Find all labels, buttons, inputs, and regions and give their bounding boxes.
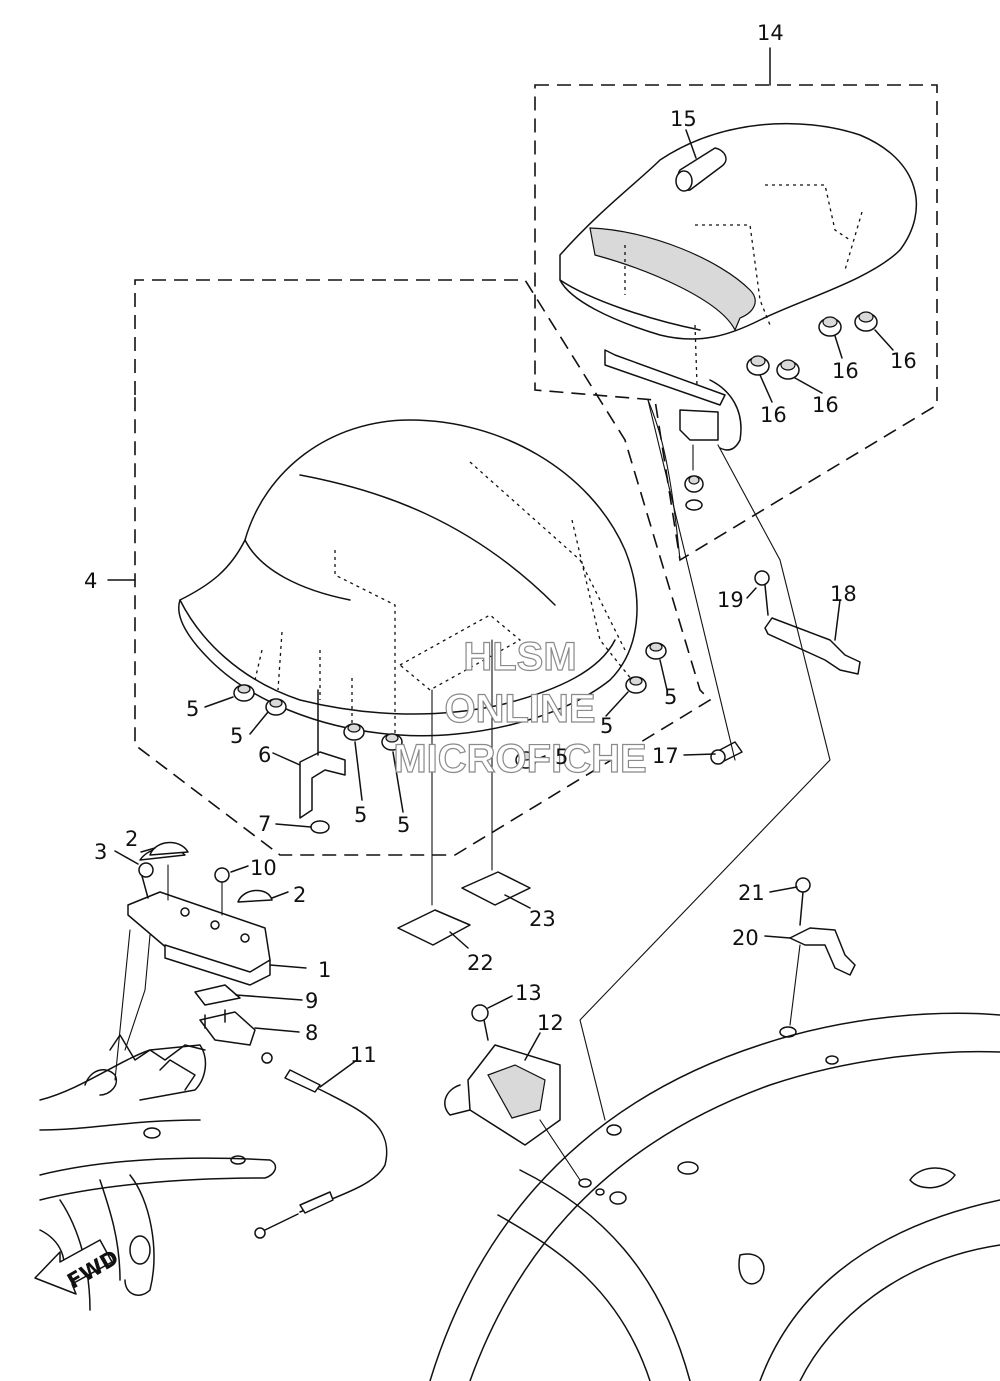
callout-5: 5 — [186, 697, 199, 721]
callout-14: 14 — [757, 21, 784, 45]
callout-5: 5 — [230, 724, 243, 748]
callout-16: 16 — [890, 349, 917, 373]
callout-2: 2 — [293, 883, 306, 907]
callout-15: 15 — [670, 107, 697, 131]
callouts: 1 2 2 3 4 5 5 5 5 5 5 5 6 7 8 9 10 11 12… — [84, 21, 917, 1067]
washer — [685, 499, 703, 511]
callout-1: 1 — [318, 958, 331, 982]
callout-23: 23 — [529, 907, 556, 931]
callout-17: 17 — [652, 744, 679, 768]
watermark-line1: HLSM — [463, 635, 576, 679]
callout-9: 9 — [305, 989, 318, 1013]
callout-5: 5 — [397, 813, 410, 837]
callout-13: 13 — [515, 981, 542, 1005]
callout-4: 4 — [84, 569, 97, 593]
callout-5: 5 — [354, 803, 367, 827]
damper-rubber — [343, 723, 365, 741]
damper-rubber — [746, 355, 770, 376]
seat-lock-plate — [127, 841, 273, 1064]
bracket-20 — [789, 877, 856, 976]
damper-rubber — [854, 311, 878, 332]
callout-3: 3 — [94, 840, 107, 864]
watermark: HLSM ONLINE MICROFICHE — [393, 634, 648, 781]
main-seat — [178, 419, 641, 740]
damper-group — [233, 311, 878, 769]
callout-2: 2 — [125, 827, 138, 851]
callout-11: 11 — [350, 1043, 377, 1067]
rear-fender — [429, 1012, 1000, 1381]
damper-rubber — [381, 733, 403, 751]
callout-6: 6 — [258, 743, 271, 767]
label-22 — [397, 909, 471, 946]
damper-rubber — [515, 751, 537, 769]
damper-rubber — [233, 684, 255, 702]
callout-5: 5 — [664, 685, 677, 709]
leader-lines — [107, 47, 894, 1088]
callout-5: 5 — [600, 714, 613, 738]
callout-21: 21 — [738, 881, 765, 905]
damper-rubber — [645, 642, 667, 660]
callout-18: 18 — [830, 582, 857, 606]
watermark-line3: MICROFICHE — [393, 737, 646, 781]
callout-20: 20 — [732, 926, 759, 950]
callout-19: 19 — [717, 588, 744, 612]
callout-8: 8 — [305, 1021, 318, 1045]
callout-16: 16 — [812, 393, 839, 417]
bracket-6 — [299, 689, 346, 834]
bolt-17 — [710, 741, 743, 765]
seat-latch — [444, 1004, 561, 1146]
bracket-18 — [754, 570, 861, 675]
seat-lock-cable — [254, 1069, 388, 1239]
callout-16: 16 — [832, 359, 859, 383]
rear-seat — [559, 122, 918, 451]
callout-7: 7 — [258, 812, 271, 836]
damper-rubber — [818, 316, 842, 337]
callout-12: 12 — [537, 1011, 564, 1035]
damper-rubber — [776, 359, 800, 380]
damper-rubber — [265, 698, 287, 716]
watermark-line2: ONLINE — [444, 687, 595, 731]
damper-rubber — [625, 676, 647, 694]
label-23 — [461, 871, 531, 906]
fwd-arrow-icon: FWD — [34, 1239, 123, 1295]
guide-lines — [114, 399, 831, 1181]
callout-10: 10 — [250, 856, 277, 880]
callout-22: 22 — [467, 951, 494, 975]
callout-5: 5 — [555, 745, 568, 769]
callout-16: 16 — [760, 403, 787, 427]
assembly-4-outline — [134, 279, 712, 856]
damper-rubber — [684, 475, 704, 493]
